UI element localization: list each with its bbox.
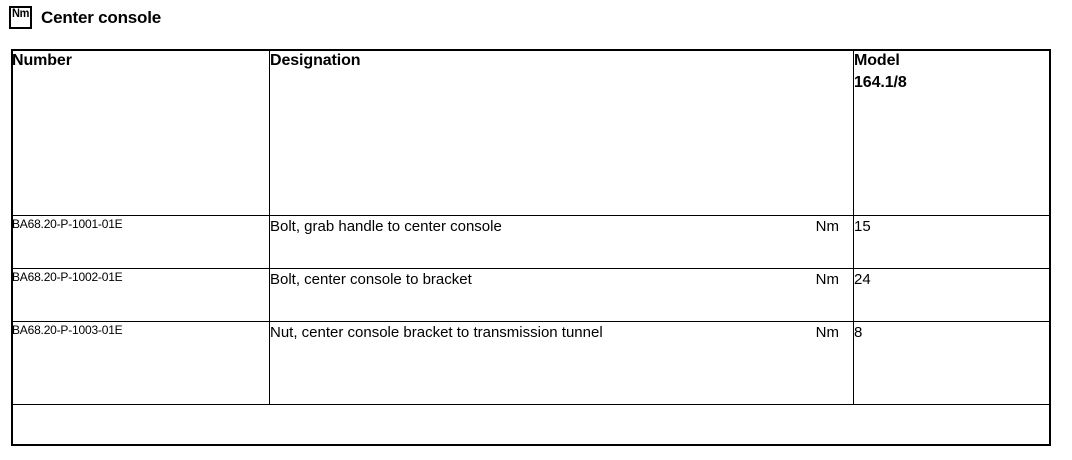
cell-designation: Nut, center console bracket to transmiss… (269, 321, 854, 405)
cell-model-value: 24 (853, 268, 1051, 322)
table-row: BA68.20-P-1002-01E Bolt, center console … (11, 268, 1051, 322)
cell-number: BA68.20-P-1001-01E (11, 215, 270, 269)
column-header-designation: Designation (269, 49, 854, 216)
table-frame-right (1049, 49, 1051, 446)
cell-unit: Nm (815, 271, 839, 288)
table-frame-left (11, 49, 13, 446)
column-header-number-label: Number (12, 52, 72, 69)
page-title: Center console (41, 7, 162, 27)
table-header-row: Number Designation Model 164.1/8 (11, 49, 1051, 216)
cell-designation-text: Nut, center console bracket to transmiss… (270, 324, 603, 341)
cell-unit: Nm (815, 218, 839, 235)
column-header-model-line1: Model (854, 52, 900, 69)
cell-unit: Nm (815, 324, 839, 341)
torque-spec-table: Number Designation Model 164.1/8 BA68.20… (11, 49, 1051, 405)
column-header-model-line2: 164.1/8 (854, 74, 907, 91)
table-frame-bottom (11, 444, 1051, 446)
cell-designation-text: Bolt, center console to bracket (270, 271, 472, 288)
table-row: BA68.20-P-1001-01E Bolt, grab handle to … (11, 215, 1051, 269)
table-row: BA68.20-P-1003-01E Nut, center console b… (11, 321, 1051, 405)
column-header-designation-label: Designation (270, 52, 361, 69)
cell-model-value: 8 (853, 321, 1051, 405)
cell-designation-text: Bolt, grab handle to center console (270, 218, 502, 235)
cell-designation: Bolt, grab handle to center console Nm (269, 215, 854, 269)
table-frame-top (11, 49, 1051, 51)
cell-model-value: 15 (853, 215, 1051, 269)
column-header-number: Number (11, 49, 270, 216)
cell-number: BA68.20-P-1003-01E (11, 321, 270, 405)
torque-unit-icon-label: Nm (11, 7, 30, 21)
torque-unit-icon: Nm (9, 6, 32, 29)
cell-designation: Bolt, center console to bracket Nm (269, 268, 854, 322)
column-header-model: Model 164.1/8 (853, 49, 1051, 216)
cell-number: BA68.20-P-1002-01E (11, 268, 270, 322)
document-header: Nm Center console (9, 6, 161, 29)
